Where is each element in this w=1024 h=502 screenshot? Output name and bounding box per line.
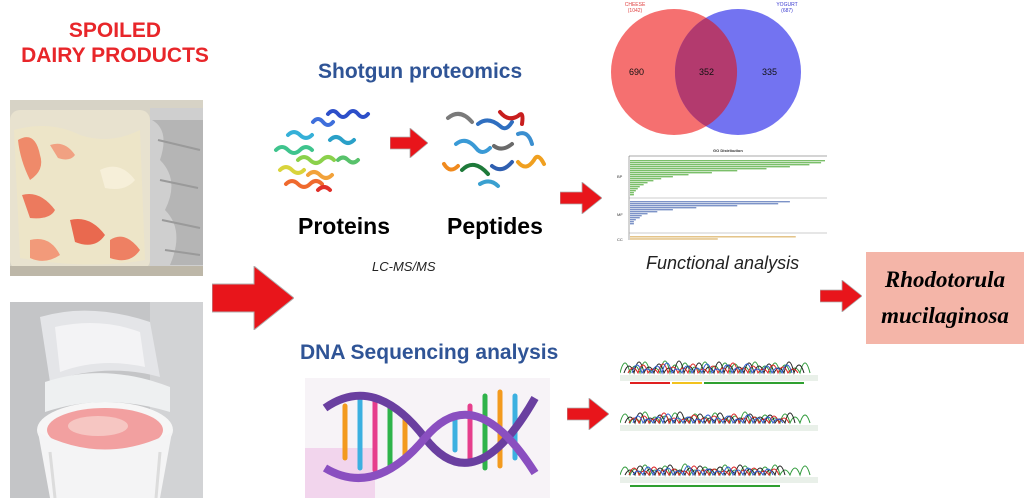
venn-left-header: CHEESE (1042)	[615, 2, 655, 14]
go-group-bp: BP	[617, 174, 623, 179]
venn-left-total: (1042)	[627, 8, 643, 14]
go-bar	[630, 221, 634, 223]
go-bar	[630, 215, 642, 217]
sequencing-chromatogram	[619, 345, 818, 497]
go-bar	[630, 172, 712, 174]
venn-left-only-count: 690	[629, 67, 645, 77]
result-line-2: mucilaginosa	[881, 303, 1009, 328]
go-bar	[630, 213, 648, 215]
yogurt-photo	[10, 302, 203, 498]
go-bar	[630, 238, 718, 240]
title-line-2: DAIRY PRODUCTS	[21, 44, 209, 67]
go-bar	[630, 188, 638, 190]
functional-analysis-label: Functional analysis	[646, 253, 800, 273]
protein-structure-icon	[268, 100, 378, 205]
proteomics-arrow-icon	[560, 182, 602, 214]
result-line-1: Rhodotorula	[884, 267, 1006, 292]
main-arrow-icon	[212, 266, 294, 330]
go-bar	[630, 190, 636, 192]
go-bar	[630, 182, 648, 184]
go-bar	[630, 207, 697, 209]
proteomics-title: Shotgun proteomics	[318, 60, 523, 83]
go-bar	[630, 176, 673, 178]
go-bar	[630, 178, 662, 180]
go-bar	[630, 174, 689, 176]
venn-overlap	[674, 17, 738, 127]
go-bar	[630, 160, 825, 162]
dna-arrow-icon	[567, 398, 609, 430]
result-arrow-icon	[820, 280, 862, 312]
lc-msms-label: LC-MS/MS	[372, 259, 436, 274]
go-bar	[630, 164, 810, 166]
venn-diagram: CHEESE (1042) YOGURT (687) 690 352 335	[605, 0, 820, 140]
go-bar	[630, 205, 738, 207]
dna-sequencing-title: DNA Sequencing analysis	[300, 341, 559, 364]
venn-right-name: YOGURT	[776, 2, 798, 8]
go-bar	[630, 211, 658, 213]
venn-right-header: YOGURT (687)	[767, 2, 807, 14]
go-bar	[630, 166, 790, 168]
go-bar	[630, 162, 822, 164]
go-group-mf: MF	[617, 212, 623, 217]
venn-right-total: (687)	[781, 8, 793, 14]
venn-overlap-count: 352	[699, 67, 715, 77]
result-organism-box: Rhodotorula mucilaginosa	[866, 252, 1024, 344]
proteins-label: Proteins	[298, 213, 391, 239]
go-distribution-chart: GO Distribution BP MF CC	[617, 148, 829, 246]
go-bar	[630, 236, 796, 238]
venn-right-only-count: 335	[762, 67, 778, 77]
go-bar	[630, 201, 790, 203]
go-bar	[630, 186, 640, 188]
go-bar	[630, 170, 738, 172]
cheese-photo	[10, 100, 203, 276]
dna-helix-image	[305, 378, 550, 498]
venn-left-name: CHEESE	[624, 2, 646, 8]
go-bar	[630, 168, 767, 170]
go-bar	[630, 223, 634, 225]
go-bar	[630, 184, 644, 186]
go-bar	[630, 209, 673, 211]
go-bar	[630, 217, 640, 219]
go-bar	[630, 192, 634, 194]
go-group-cc: CC	[617, 237, 623, 242]
go-bar	[630, 194, 634, 196]
peptides-label: Peptides	[447, 213, 543, 239]
go-bar	[630, 203, 779, 205]
go-bar	[630, 219, 636, 221]
peptides-icon	[440, 104, 550, 195]
go-chart-title: GO Distribution	[713, 148, 743, 153]
spoiled-dairy-title: SPOILED DAIRY PRODUCTS	[20, 18, 210, 68]
protein-to-peptide-arrow-icon	[390, 128, 428, 158]
title-line-1: SPOILED	[68, 19, 162, 42]
go-bar	[630, 180, 654, 182]
